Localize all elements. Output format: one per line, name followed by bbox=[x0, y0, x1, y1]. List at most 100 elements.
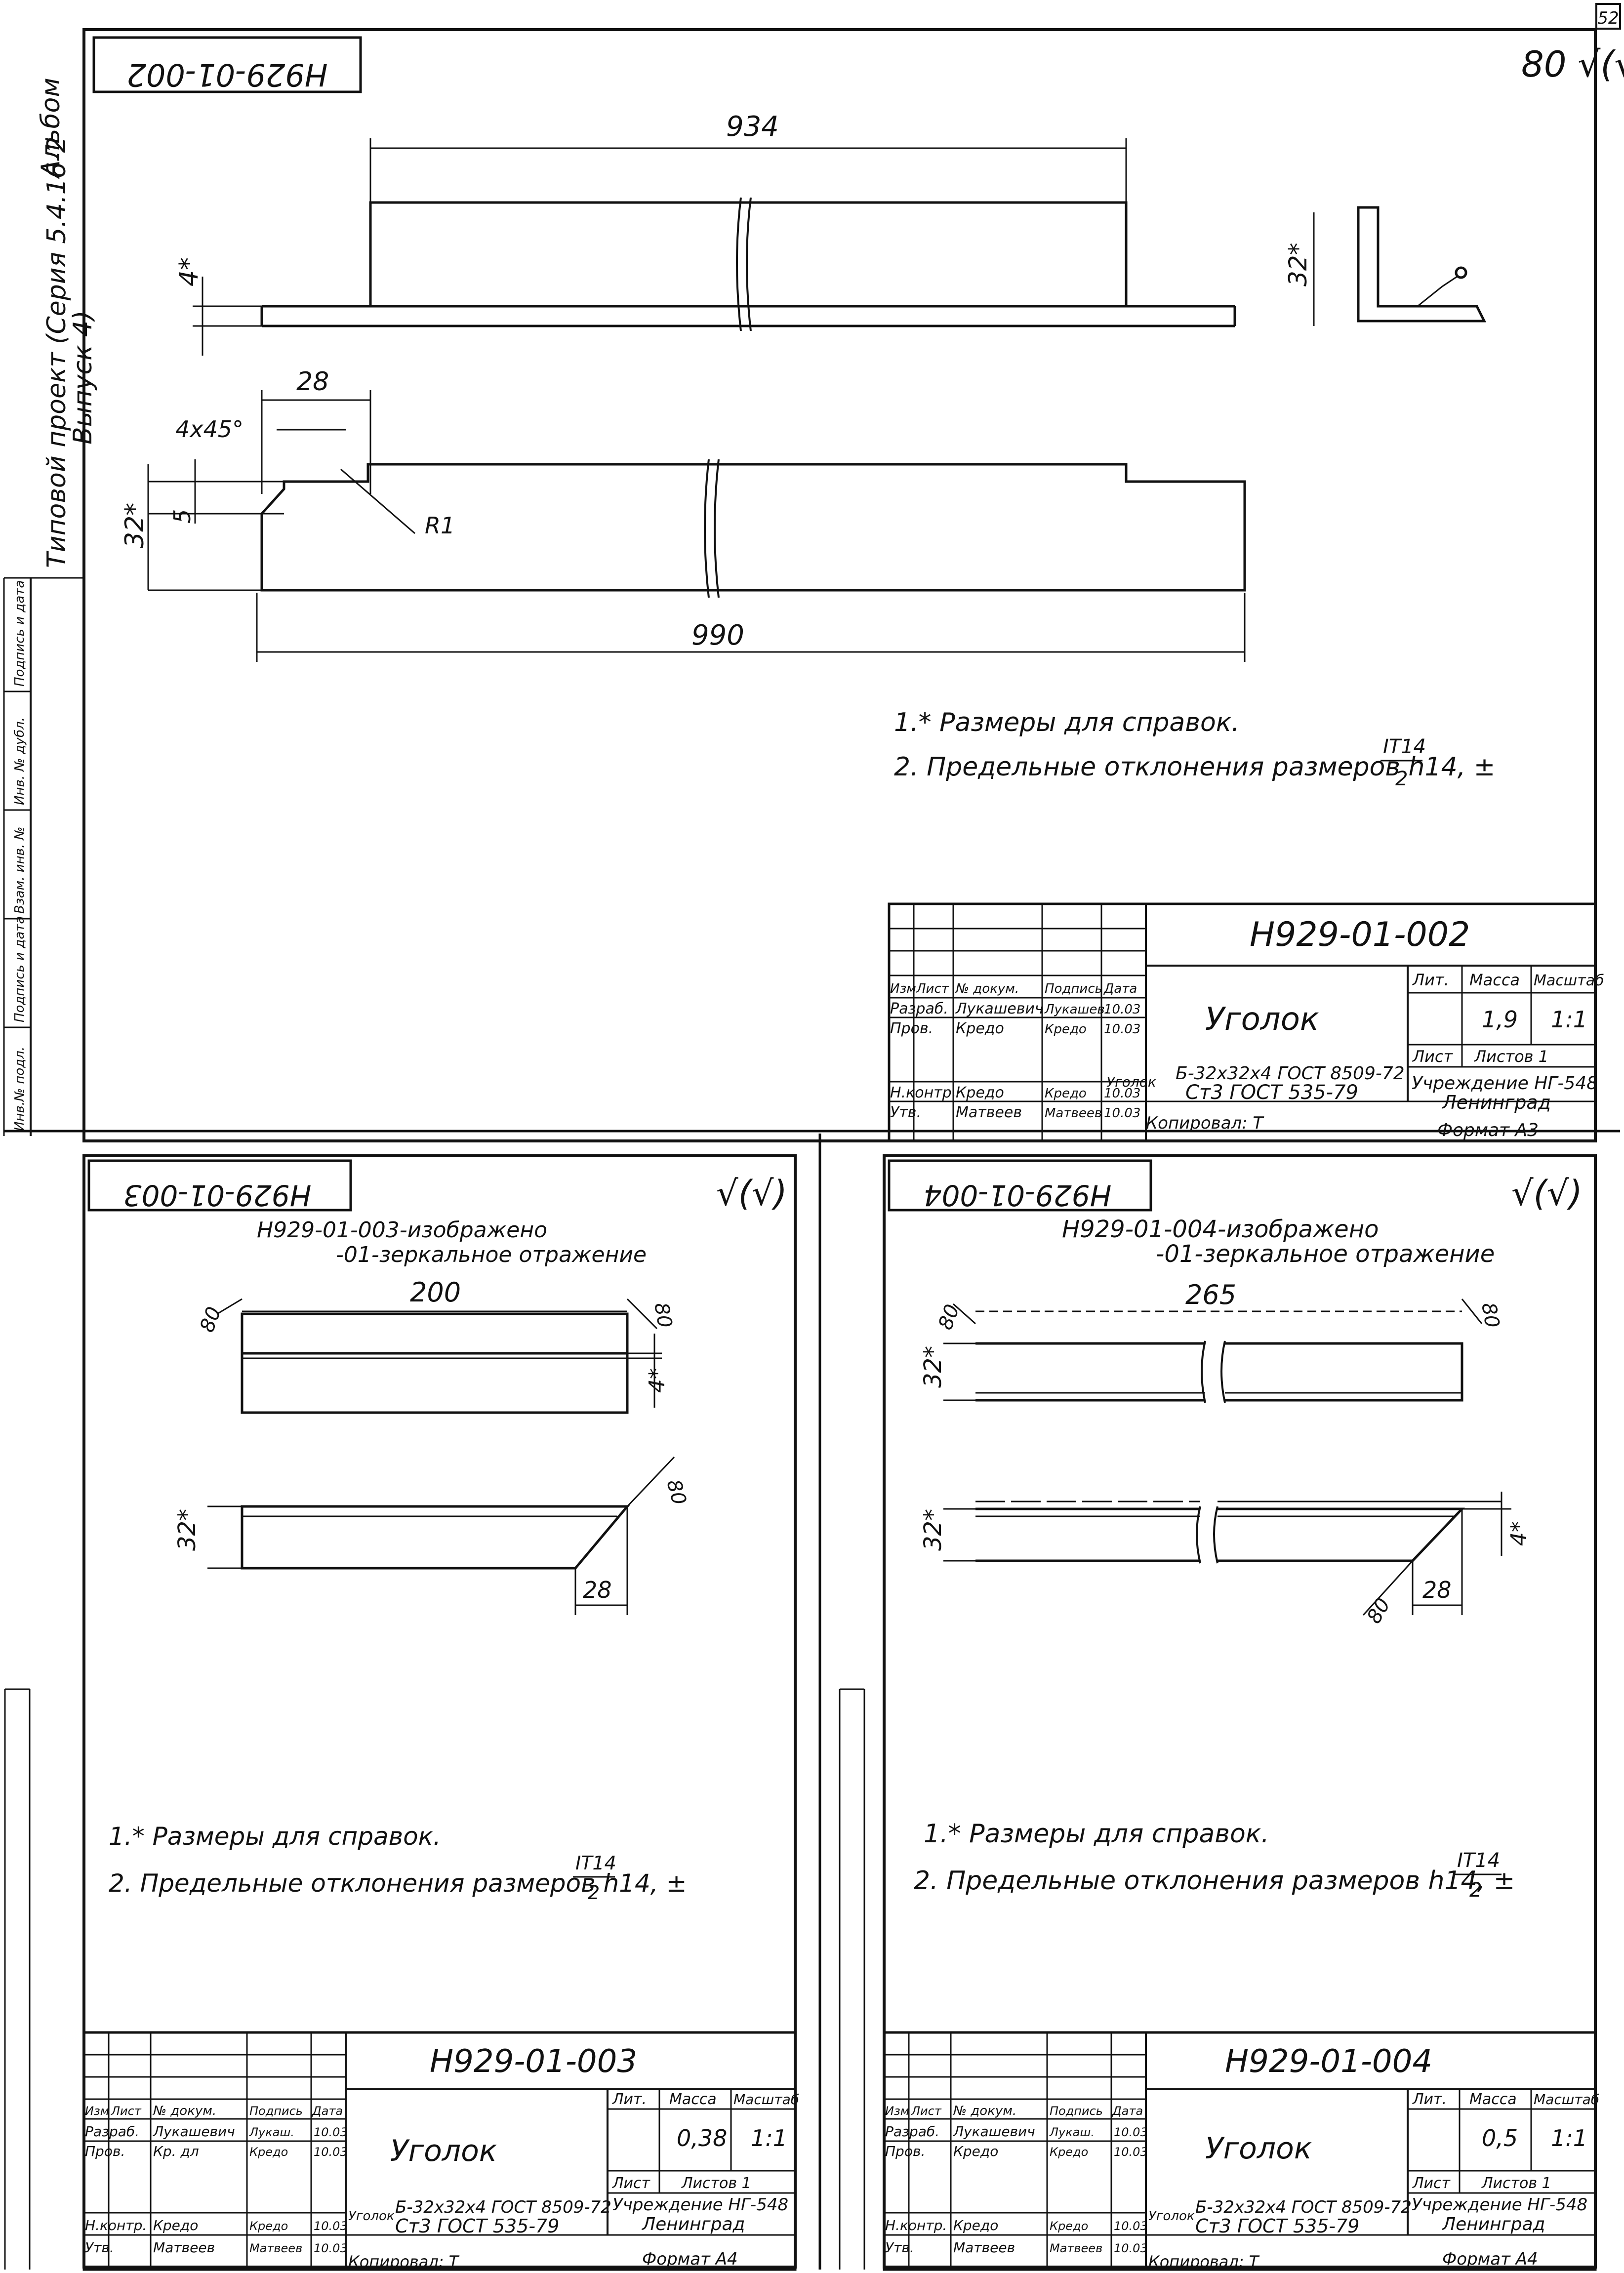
svg-text:Матвеев: Матвеев bbox=[1050, 2241, 1102, 2255]
left-title-block: Н929-01-003 Уголок Изм Лист № докум. Под… bbox=[82, 2031, 799, 2271]
svg-text:Учреждение НГ-548: Учреждение НГ-548 bbox=[1412, 1073, 1598, 1094]
svg-text:2: 2 bbox=[1395, 768, 1408, 790]
svg-text:2: 2 bbox=[1469, 1879, 1482, 1902]
svg-text:Кредо: Кредо bbox=[249, 2145, 288, 2159]
top-angle-view-1 bbox=[193, 138, 1236, 356]
svg-text:Уголок: Уголок bbox=[348, 2209, 395, 2224]
right-drawing: Н929-01-004 √(√) Н929-01-004-изображено … bbox=[839, 1154, 1599, 2271]
svg-text:32*: 32* bbox=[919, 1346, 947, 1388]
right-title-block: Н929-01-004 Уголок Изм Лист № докум. Под… bbox=[883, 2031, 1599, 2271]
svg-text:Н.контр.: Н.контр. bbox=[85, 2217, 147, 2233]
svg-text:Взам. инв. №: Взам. инв. № bbox=[12, 826, 27, 914]
top-dim-934: 934 bbox=[726, 111, 779, 143]
sheet-number: 52 bbox=[1597, 8, 1619, 28]
svg-text:Копировал: Т: Копировал: Т bbox=[1148, 2252, 1260, 2271]
svg-text:Разраб.: Разраб. bbox=[85, 2123, 139, 2140]
svg-text:Н.контр.: Н.контр. bbox=[890, 1084, 956, 1101]
svg-text:10.03: 10.03 bbox=[314, 2145, 348, 2159]
right-mass: 0,5 bbox=[1482, 2125, 1518, 2151]
svg-text:4*: 4* bbox=[1506, 1521, 1532, 1546]
svg-text:10.03: 10.03 bbox=[1114, 2125, 1148, 2139]
svg-text:Уголок: Уголок bbox=[1148, 2209, 1195, 2224]
svg-text:Матвеев: Матвеев bbox=[1045, 1106, 1102, 1121]
right-roughness: √(√) bbox=[1511, 1173, 1583, 1214]
top-roughness: 80 √(√) bbox=[1521, 43, 1624, 85]
svg-text:Лукаш.: Лукаш. bbox=[1049, 2125, 1095, 2139]
left-view-1 bbox=[217, 1298, 662, 1414]
left-margin-text: Альбом Типовой проект (Серия 5.4.16-2 Вы… bbox=[36, 78, 98, 568]
svg-text:Б-32х32х4 ГОСТ 8509-72: Б-32х32х4 ГОСТ 8509-72 bbox=[395, 2197, 611, 2217]
svg-text:Изм: Изм bbox=[890, 981, 916, 996]
svg-text:Утв.: Утв. bbox=[890, 1104, 921, 1121]
svg-text:Лит.: Лит. bbox=[1412, 971, 1449, 989]
svg-text:Лист: Лист bbox=[916, 981, 949, 996]
svg-text:Дата: Дата bbox=[1103, 981, 1137, 996]
svg-text:10.03: 10.03 bbox=[314, 2125, 348, 2139]
svg-text:Учреждение НГ-548: Учреждение НГ-548 bbox=[612, 2195, 788, 2215]
top-dim-28: 28 bbox=[296, 367, 329, 397]
svg-text:Подпись: Подпись bbox=[249, 2104, 303, 2118]
svg-text:32*: 32* bbox=[173, 1509, 201, 1551]
left-mass: 0,38 bbox=[677, 2125, 727, 2151]
right-view-2 bbox=[943, 1492, 1511, 1616]
svg-text:32*: 32* bbox=[919, 1509, 947, 1551]
svg-text:80: 80 bbox=[196, 1304, 226, 1336]
svg-text:10.03: 10.03 bbox=[314, 2219, 348, 2233]
svg-text:Ленинград: Ленинград bbox=[1441, 1092, 1551, 1113]
svg-text:Лит.: Лит. bbox=[1412, 2091, 1447, 2108]
svg-text:Лукашев.: Лукашев. bbox=[1044, 1002, 1109, 1017]
top-title-block: Н929-01-002 Уголок Изм Лист № докум. Под… bbox=[888, 902, 1604, 1142]
svg-text:Лукашевич: Лукашевич bbox=[955, 1000, 1044, 1017]
svg-text:Н.контр.: Н.контр. bbox=[885, 2217, 947, 2233]
svg-text:Пров.: Пров. bbox=[85, 2143, 125, 2159]
top-drawing: Альбом Типовой проект (Серия 5.4.16-2 Вы… bbox=[3, 28, 1624, 1142]
svg-text:Н929-01-003-изображено: Н929-01-003-изображено bbox=[257, 1218, 547, 1243]
top-notes: 1.* Размеры для справок. 2. Предельные о… bbox=[894, 708, 1495, 790]
svg-text:Масштаб: Масштаб bbox=[1534, 2091, 1599, 2108]
svg-text:Учреждение НГ-548: Учреждение НГ-548 bbox=[1412, 2195, 1587, 2215]
left-part-name: Уголок bbox=[390, 2134, 497, 2168]
svg-text:Утв.: Утв. bbox=[85, 2239, 114, 2256]
svg-text:Дата: Дата bbox=[312, 2104, 343, 2118]
svg-text:Утв.: Утв. bbox=[885, 2239, 914, 2256]
svg-text:10.03: 10.03 bbox=[1104, 1002, 1140, 1017]
top-stamp: Н929-01-002 bbox=[127, 57, 328, 93]
top-part-name: Уголок bbox=[1205, 1001, 1319, 1038]
svg-text:Кредо: Кредо bbox=[1045, 1086, 1087, 1101]
svg-text:265: 265 bbox=[1185, 1279, 1236, 1310]
svg-text:Лист: Лист bbox=[1412, 2175, 1451, 2192]
top-mass: 1,9 bbox=[1482, 1006, 1518, 1033]
svg-text:IT14: IT14 bbox=[1457, 1849, 1500, 1872]
top-angle-view-2 bbox=[147, 390, 1246, 662]
svg-text:Матвеев: Матвеев bbox=[249, 2241, 302, 2255]
svg-text:IT14: IT14 bbox=[1383, 735, 1426, 758]
svg-text:Матвеев: Матвеев bbox=[953, 2239, 1015, 2256]
svg-text:Подпись: Подпись bbox=[1045, 981, 1102, 996]
svg-text:IT14: IT14 bbox=[575, 1852, 616, 1874]
svg-text:Лист: Лист bbox=[111, 2104, 142, 2118]
svg-text:Ст3 ГОСТ 535-79: Ст3 ГОСТ 535-79 bbox=[1185, 1081, 1358, 1104]
svg-text:2: 2 bbox=[588, 1882, 600, 1904]
svg-text:Подпись и дата: Подпись и дата bbox=[12, 580, 27, 687]
svg-text:Подпись: Подпись bbox=[1050, 2104, 1103, 2118]
right-notes: 1.* Размеры для справок. 2. Предельные о… bbox=[914, 1819, 1515, 1902]
svg-text:80: 80 bbox=[650, 1301, 676, 1330]
svg-text:№ докум.: № докум. bbox=[152, 2104, 216, 2118]
album-label: Альбом bbox=[36, 78, 66, 179]
svg-text:Масса: Масса bbox=[1469, 971, 1520, 989]
series-line-2: Выпуск 4) bbox=[68, 311, 98, 445]
svg-text:Лит.: Лит. bbox=[612, 2091, 647, 2108]
svg-text:Формат А3: Формат А3 bbox=[1437, 1120, 1539, 1140]
svg-text:Кредо: Кредо bbox=[1045, 1022, 1087, 1037]
svg-text:Формат А4: Формат А4 bbox=[1442, 2249, 1538, 2269]
top-dim-leg: 32* bbox=[1284, 243, 1312, 286]
svg-text:Разраб.: Разраб. bbox=[885, 2123, 939, 2140]
svg-text:Инв.№ подл.: Инв.№ подл. bbox=[12, 1047, 27, 1131]
left-doc-number: Н929-01-003 bbox=[430, 2043, 637, 2080]
svg-text:Кредо: Кредо bbox=[249, 2219, 288, 2233]
svg-text:2. Предельные отклонения разме: 2. Предельные отклонения размеров h14, ± bbox=[914, 1866, 1515, 1896]
svg-text:Уголок: Уголок bbox=[1106, 1074, 1156, 1090]
svg-text:Кредо: Кредо bbox=[953, 2217, 998, 2233]
svg-text:Изм: Изм bbox=[885, 2104, 909, 2118]
